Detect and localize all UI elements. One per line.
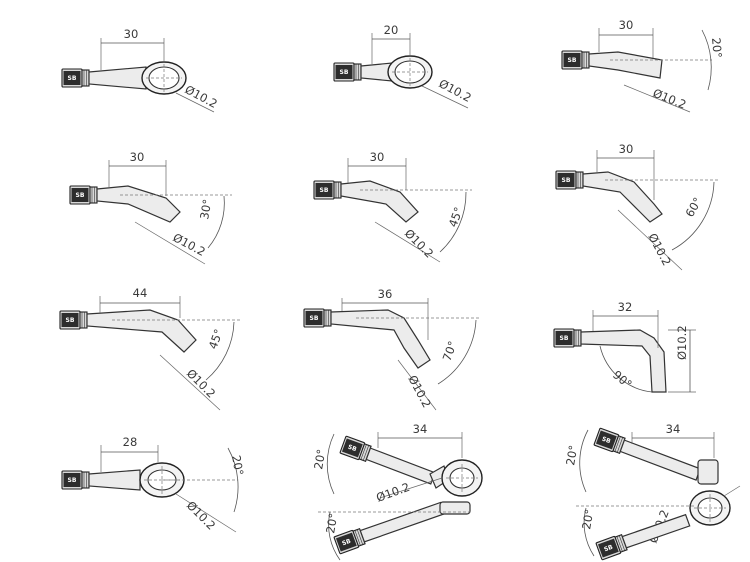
dim-length: 44 bbox=[133, 286, 148, 300]
panel-straight-20: 20 Ø10.2 bbox=[333, 23, 474, 109]
dim-length: 34 bbox=[666, 422, 681, 436]
dim-diameter: Ø10.2 bbox=[183, 82, 220, 111]
nut-icon bbox=[561, 50, 590, 70]
panel-bend-70: 36 70° Ø10.2 bbox=[303, 287, 480, 411]
panel-bend-20: 30 20° Ø10.2 bbox=[561, 18, 725, 113]
dim-diameter: Ø10.2 bbox=[402, 226, 436, 260]
banjo-eye-icon bbox=[387, 55, 433, 89]
nut-icon bbox=[59, 310, 88, 330]
dim-angle: 20° bbox=[311, 448, 328, 471]
dim-diameter: Ø10.2 bbox=[651, 86, 688, 112]
nut-icon bbox=[69, 185, 98, 205]
nut-icon bbox=[303, 308, 332, 328]
dim-angle: 60° bbox=[682, 195, 704, 220]
panel-bend-30: 30 30° Ø10.2 bbox=[69, 150, 232, 265]
dim-angle: 30° bbox=[197, 198, 214, 221]
dim-angle: 70° bbox=[440, 339, 460, 363]
dim-angle: 45° bbox=[446, 205, 466, 229]
dim-length: 32 bbox=[618, 300, 633, 314]
nut-icon bbox=[555, 170, 584, 190]
dim-diameter: Ø10.2 bbox=[675, 325, 689, 360]
dim-length: 34 bbox=[413, 422, 428, 436]
panel-bend-90: 32 Ø10.2 90° bbox=[553, 300, 696, 393]
dim-angle: 20° bbox=[709, 37, 725, 59]
dim-length: 20 bbox=[384, 23, 399, 37]
nut-icon bbox=[313, 180, 342, 200]
dim-angle-lower: 20° bbox=[579, 508, 596, 531]
dim-diameter: Ø10.2 bbox=[437, 76, 474, 105]
dim-length: 36 bbox=[378, 287, 393, 301]
dim-diameter: Ø10.2 bbox=[405, 373, 434, 410]
panel-bend-60: 30 60° Ø10.2 bbox=[555, 142, 720, 271]
dim-angle: 45° bbox=[206, 327, 226, 351]
panel-double-20-b: 34 20° Ø10.2 20° bbox=[563, 422, 741, 561]
dim-length: 30 bbox=[370, 150, 385, 164]
dim-diameter: Ø10.2 bbox=[184, 366, 218, 400]
dim-length: 30 bbox=[619, 18, 634, 32]
nut-icon bbox=[61, 470, 90, 490]
dim-length: 30 bbox=[619, 142, 634, 156]
dim-angle: 20° bbox=[229, 454, 246, 477]
panel-bend-45-long: 44 45° Ø10.2 bbox=[59, 286, 240, 411]
panel-vertical-20: 28 20° Ø10.2 bbox=[61, 435, 246, 533]
dim-angle: 20° bbox=[563, 444, 580, 467]
dim-diameter: Ø10.2 bbox=[184, 498, 218, 532]
dim-diameter: Ø10.2 bbox=[374, 480, 411, 505]
dim-length: 28 bbox=[123, 435, 138, 449]
dim-angle-lower: 20° bbox=[323, 512, 340, 535]
panel-double-20-a: 34 20° Ø10.2 20° bbox=[311, 422, 483, 561]
nut-icon bbox=[61, 68, 90, 88]
banjo-eye-icon bbox=[141, 61, 187, 95]
nut-icon bbox=[333, 62, 362, 82]
nut-icon bbox=[553, 328, 582, 348]
dim-length: 30 bbox=[130, 150, 145, 164]
panel-bend-45: 30 45° Ø10.2 bbox=[313, 150, 472, 263]
panel-straight-30: 30 Ø10.2 bbox=[61, 27, 220, 113]
dim-angle: 90° bbox=[610, 368, 635, 392]
dim-diameter: Ø10.2 bbox=[645, 231, 674, 268]
dim-length: 30 bbox=[124, 27, 139, 41]
